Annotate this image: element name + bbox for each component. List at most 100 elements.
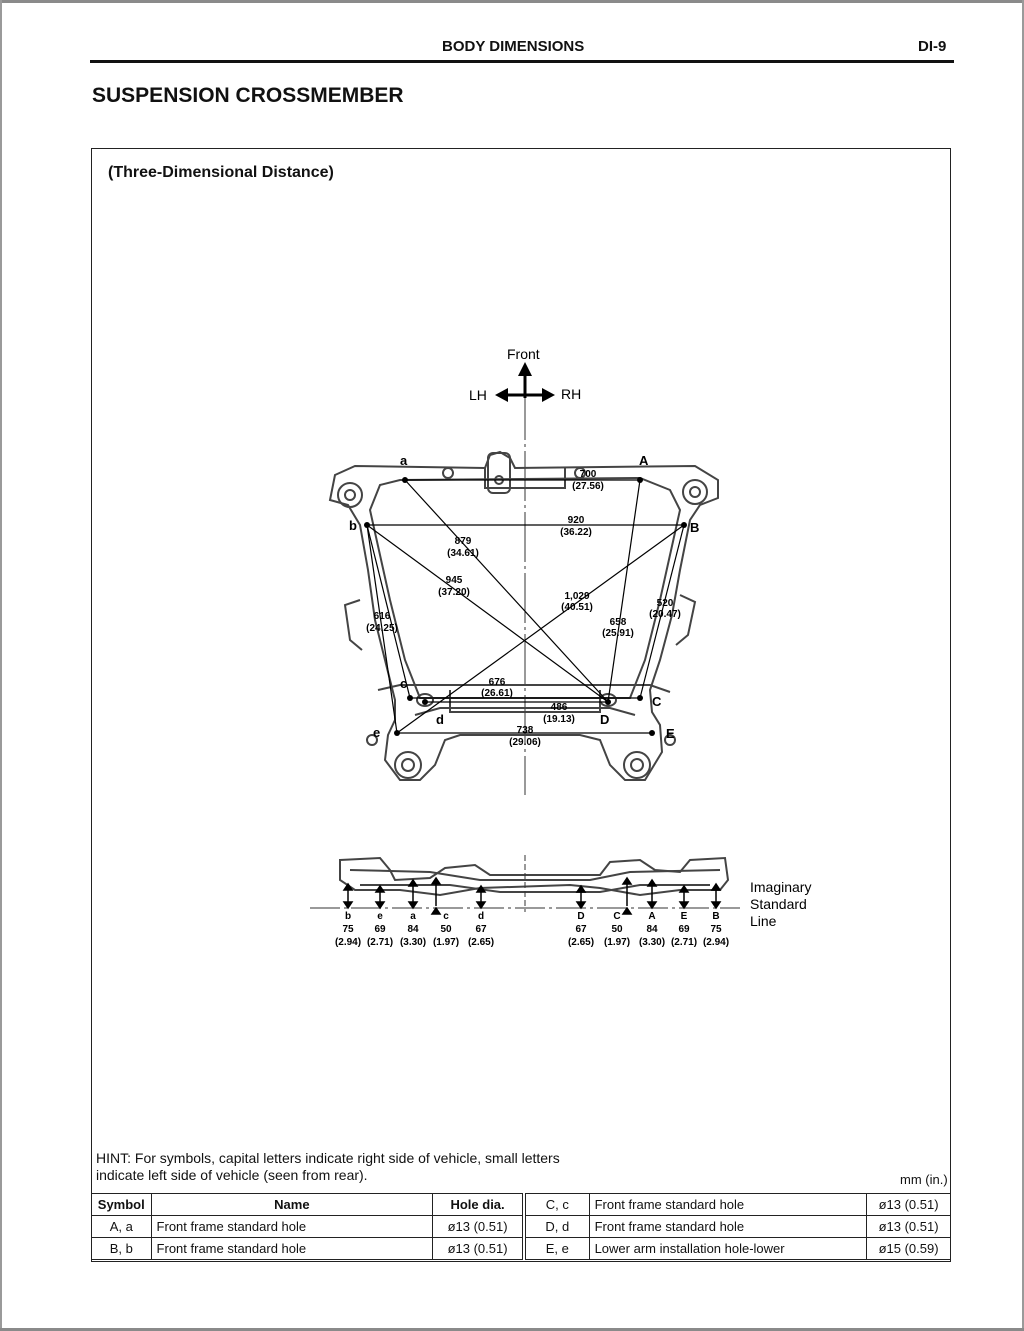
table-row: B, b Front frame standard hole ø13 (0.51… — [91, 1237, 951, 1260]
dim-eE-mm: 738 — [517, 725, 534, 736]
dim-dD-in: (19.13) — [543, 714, 575, 725]
dim-be-mm: 616 — [374, 611, 391, 622]
header-rule — [90, 60, 954, 63]
cell-symbol2-0: C, c — [525, 1193, 590, 1216]
side-right-4-pt: E — [681, 911, 688, 922]
side-right-2-pt: C — [613, 911, 620, 922]
table-header-row: Symbol Name Hole dia. C, c Front frame s… — [91, 1193, 951, 1216]
side-left-2-mm: 69 — [374, 924, 386, 935]
cell-name2-2: Lower arm installation hole-lower — [588, 1237, 868, 1260]
dim-AE-mm: 658 — [610, 617, 627, 628]
mounting-holes — [337, 452, 708, 779]
side-left-4-mm: 50 — [440, 924, 452, 935]
point-e-label: e — [373, 725, 380, 740]
rh-label: RH — [561, 386, 581, 402]
side-left-5-mm: 67 — [475, 924, 487, 935]
standard-line-label-3: Line — [750, 913, 777, 929]
dim-cC-in: (26.61) — [481, 688, 513, 699]
point-a-label: a — [400, 453, 408, 468]
dim-bB-in: (36.22) — [560, 527, 592, 538]
dim-aD-in: (34.61) — [447, 548, 479, 559]
point-A-label: A — [639, 453, 649, 468]
lh-label: LH — [469, 387, 487, 403]
dim-BC-mm: 520 — [657, 598, 674, 609]
cell-symbol2-1: D, d — [525, 1215, 590, 1238]
dim-aA-in: (27.56) — [572, 481, 604, 492]
header-hole: Hole dia. — [432, 1193, 523, 1216]
page-border-right — [1022, 0, 1024, 1331]
side-left-1-pt: b — [345, 911, 351, 922]
crossmember-outline — [328, 450, 719, 781]
cell-name-0: Front frame standard hole — [150, 1215, 434, 1238]
dim-bB-mm: 920 — [568, 515, 585, 526]
dim-eE-in: (29.06) — [509, 737, 541, 748]
dim-bD-in: (37.20) — [438, 587, 470, 598]
side-left-2-in: (2.71) — [367, 937, 393, 948]
side-left-5-in: (2.65) — [468, 937, 494, 948]
dim-BC-in: (20.47) — [649, 609, 681, 620]
dim-AE-in: (25.91) — [602, 628, 634, 639]
side-left-1-mm: 75 — [342, 924, 354, 935]
dim-cC-mm: 676 — [489, 677, 506, 688]
standard-line-label-2: Standard — [750, 896, 807, 912]
page-title: SUSPENSION CROSSMEMBER — [92, 84, 404, 107]
cell-symbol-0: A, a — [91, 1215, 152, 1238]
crossmember-top-view: Front LH RH — [328, 346, 719, 795]
measurement-lines — [366, 479, 685, 734]
dim-Be-mm: 1,029 — [564, 591, 589, 602]
point-c-label: c — [400, 676, 407, 691]
dim-aA-mm: 700 — [580, 469, 597, 480]
side-left-3-in: (3.30) — [400, 937, 426, 948]
hint-text: HINT: For symbols, capital letters indic… — [96, 1150, 560, 1183]
cell-hole-1: ø13 (0.51) — [432, 1237, 523, 1260]
crossmember-side-view: b 75 (2.94) e 69 (2.71) a 84 (3.30) c 50… — [310, 855, 811, 948]
side-right-1-in: (2.65) — [568, 937, 594, 948]
page-border-top — [0, 0, 1024, 3]
side-left-2-pt: e — [377, 911, 383, 922]
page-number: DI-9 — [918, 38, 947, 55]
side-right-4-in: (2.71) — [671, 937, 697, 948]
point-E-label: E — [666, 726, 675, 741]
side-right-5-in: (2.94) — [703, 937, 729, 948]
side-right-3-mm: 84 — [646, 924, 658, 935]
side-right-3-in: (3.30) — [639, 937, 665, 948]
side-left-4-in: (1.97) — [433, 937, 459, 948]
cell-symbol2-2: E, e — [525, 1237, 590, 1260]
section-header: BODY DIMENSIONS — [442, 38, 585, 55]
figure-panel — [91, 148, 951, 1262]
point-b-label: b — [349, 518, 357, 533]
side-right-5-mm: 75 — [710, 924, 722, 935]
cell-hole-0: ø13 (0.51) — [432, 1215, 523, 1238]
side-left-5-pt: d — [478, 911, 484, 922]
point-B-label: B — [690, 520, 699, 535]
panel-title: (Three-Dimensional Distance) — [108, 164, 334, 181]
table-row: A, a Front frame standard hole ø13 (0.51… — [91, 1215, 951, 1238]
cell-name-1: Front frame standard hole — [150, 1237, 434, 1260]
side-right-5-pt: B — [712, 911, 719, 922]
height-arrows — [342, 876, 722, 915]
side-right-1-pt: D — [577, 911, 584, 922]
cell-hole2-1: ø13 (0.51) — [866, 1215, 951, 1238]
side-right-3-pt: A — [648, 911, 655, 922]
side-left-1-in: (2.94) — [335, 937, 361, 948]
header-symbol: Symbol — [91, 1193, 152, 1216]
point-C-label: C — [652, 694, 662, 709]
standard-line-label-1: Imaginary — [750, 879, 811, 895]
direction-arrows-icon — [495, 362, 555, 402]
dim-aD-mm: 879 — [455, 536, 472, 547]
page-border-left — [0, 0, 2, 1331]
side-right-4-mm: 69 — [678, 924, 690, 935]
reference-points — [364, 477, 687, 736]
dim-Be-in: (40.51) — [561, 602, 593, 613]
front-label: Front — [507, 346, 540, 362]
point-D-label: D — [600, 712, 609, 727]
header-name: Name — [150, 1193, 434, 1216]
side-right-2-mm: 50 — [611, 924, 623, 935]
side-left-3-mm: 84 — [407, 924, 419, 935]
dim-be-in: (24.25) — [366, 623, 398, 634]
units-note: mm (in.) — [900, 1172, 948, 1187]
cell-hole2-0: ø13 (0.51) — [866, 1193, 951, 1216]
hole-spec-table: Symbol Name Hole dia. C, c Front frame s… — [91, 1193, 951, 1260]
cell-name2-1: Front frame standard hole — [588, 1215, 868, 1238]
cell-name2-0: Front frame standard hole — [588, 1193, 868, 1216]
